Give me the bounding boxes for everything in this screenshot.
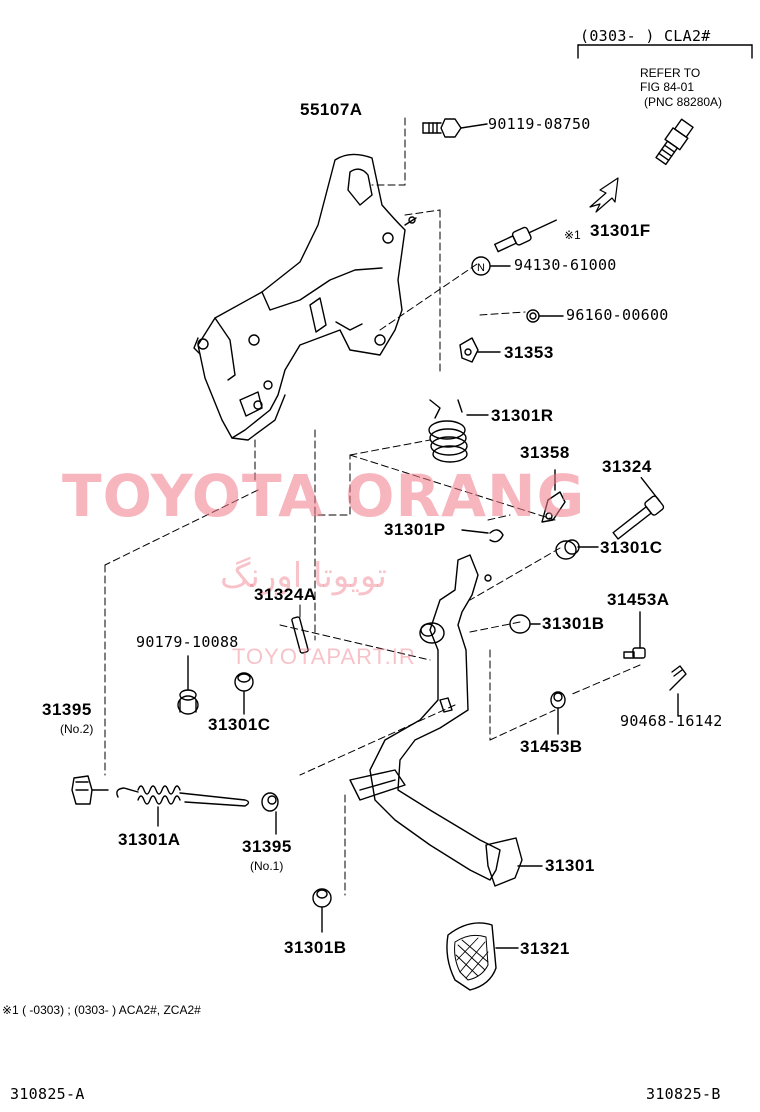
label-96160-00600: 96160-00600 [566, 306, 669, 324]
label-31301B-top: 31301B [542, 614, 605, 633]
nut-31453B [550, 691, 566, 735]
label-31301P: 31301P [384, 520, 446, 539]
label-31301R: 31301R [491, 406, 554, 425]
label-90468-16142: 90468-16142 [620, 712, 723, 730]
label-31358: 31358 [520, 443, 570, 462]
label-note-1: ※1 [564, 228, 581, 242]
switch-part [655, 118, 694, 166]
pin-31301F [494, 219, 557, 253]
plate-31358 [541, 469, 566, 523]
bushing-31301C-bottom [234, 672, 254, 715]
label-31324: 31324 [602, 457, 652, 476]
pedal-bracket [193, 153, 417, 441]
bolt-31324 [612, 476, 665, 540]
label-31301F: 31301F [590, 221, 651, 240]
washer-96160 [526, 309, 564, 323]
label-94130-61000: 94130-61000 [514, 256, 617, 274]
nut-94130: N [471, 256, 511, 276]
reference-lines [104, 117, 641, 896]
clip-90468 [669, 665, 687, 717]
label-31395-no2-sub: (No.2) [60, 722, 94, 736]
direction-arrow [589, 177, 619, 213]
label-90179-10088: 90179-10088 [136, 633, 239, 651]
label-31301B-bottom: 31301B [284, 938, 347, 957]
refer-line-3: (PNC 88280A) [644, 95, 723, 109]
pedal-arm [349, 554, 523, 887]
label-31395-no2: 31395 [42, 700, 92, 719]
bushing-31301B-bottom [312, 888, 332, 933]
label-31453A: 31453A [607, 590, 670, 609]
bracket-31395-no2 [71, 775, 109, 805]
refer-line-1: REFER TO [640, 66, 701, 80]
label-31301: 31301 [545, 856, 595, 875]
label-55107A: 55107A [300, 100, 363, 119]
watermark-latin: TOYOTA ORANG [62, 462, 586, 530]
bushing-31301C-top [555, 539, 599, 560]
label-31301C-top: 31301C [600, 538, 663, 557]
pin-31324A [291, 616, 309, 654]
clip-31353 [459, 337, 501, 363]
clip-31301P [461, 529, 504, 543]
pin-31453A [623, 611, 646, 659]
label-31453B: 31453B [520, 737, 583, 756]
refer-line-2: FIG 84-01 [640, 80, 695, 94]
bushing-90179 [177, 655, 199, 715]
diagram-code-right: 310825-B [646, 1085, 721, 1103]
watermark-site: TOYOTAPART.IR [232, 644, 416, 669]
footnote: ※1 ( -0303) ; (0303- ) ACA2#, ZCA2# [2, 1003, 201, 1017]
spring-31301A [116, 785, 250, 827]
label-31321: 31321 [520, 939, 570, 958]
watermark-persian: تویوتا اورنگ [220, 556, 387, 596]
bolt-90119 [422, 118, 488, 138]
range-bracket [577, 44, 753, 59]
label-31353: 31353 [504, 343, 554, 362]
spring-31301R [428, 399, 489, 463]
bushing-31301B-top [509, 614, 541, 634]
label-31301A: 31301A [118, 830, 181, 849]
pedal-pad [446, 922, 519, 991]
svg-text:N: N [477, 262, 485, 274]
label-31395-no1: 31395 [242, 837, 292, 856]
label-31301C-bottom: 31301C [208, 715, 271, 734]
range-label: (0303- ) CLA2# [580, 27, 711, 45]
label-90119-08750: 90119-08750 [488, 115, 591, 133]
bushing-31395-no1 [261, 792, 279, 835]
diagram-code-left: 310825-A [10, 1085, 85, 1103]
label-31324A: 31324A [254, 585, 317, 604]
label-31395-no1-sub: (No.1) [250, 859, 284, 873]
